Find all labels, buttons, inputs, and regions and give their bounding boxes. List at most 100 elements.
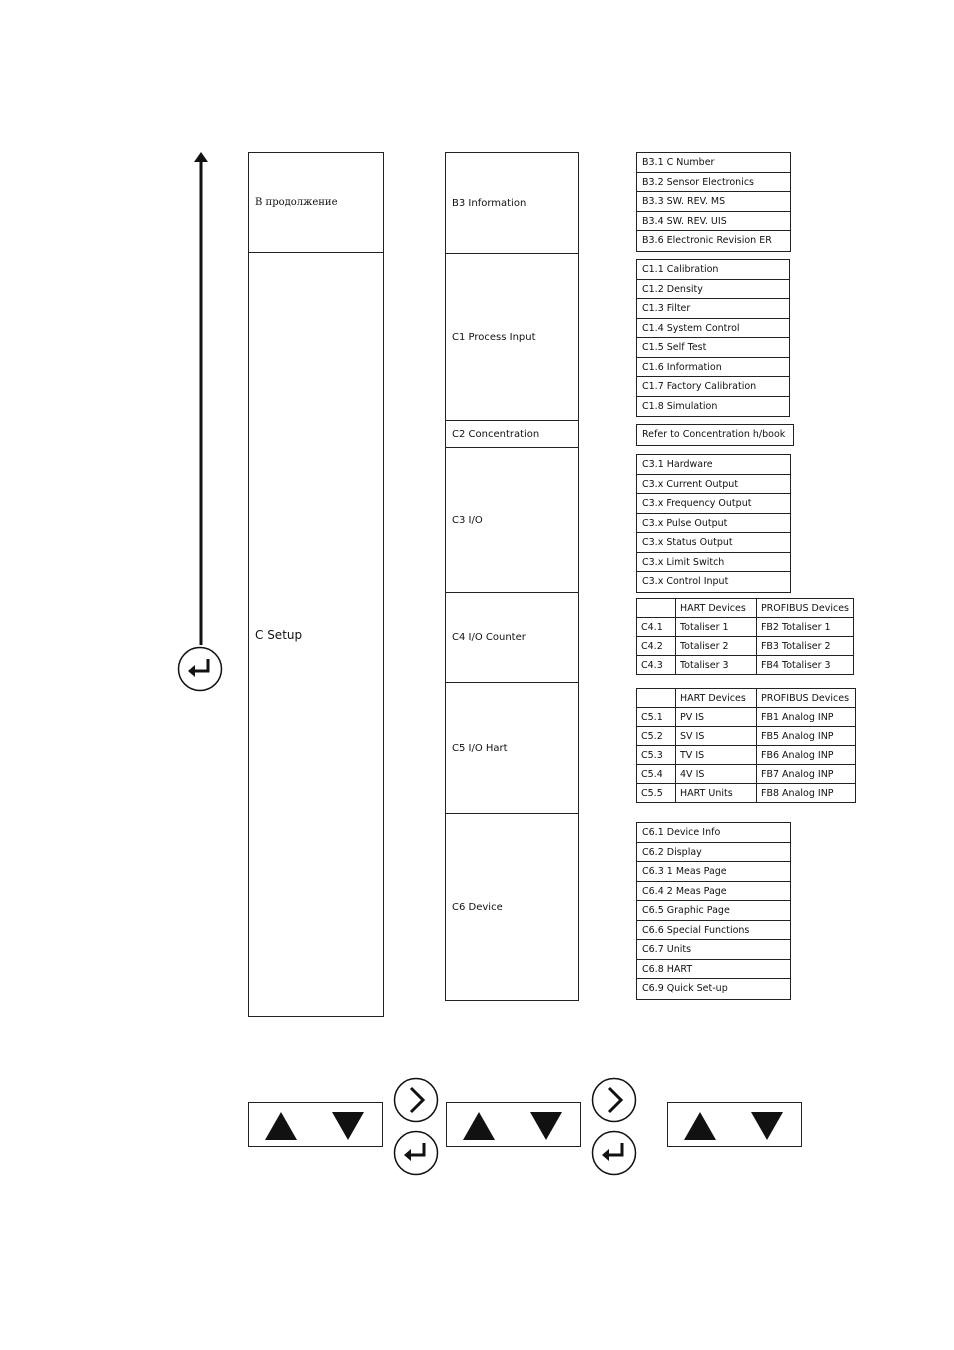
- return-arrow: [194, 152, 208, 645]
- table-cell: C4.1: [636, 617, 676, 637]
- table-header-cell: [636, 688, 676, 708]
- list-item[interactable]: C6.6 Special Functions: [637, 921, 790, 940]
- c4-counter-table: HART Devices PROFIBUS Devices C4.1 Total…: [636, 598, 855, 675]
- table-cell: C5.5: [636, 783, 676, 803]
- up-triangle-icon[interactable]: [264, 1111, 298, 1141]
- list-item[interactable]: B3.3 SW. REV. MS: [637, 192, 790, 212]
- level2-c1-box[interactable]: C1 Process Input: [445, 253, 579, 421]
- level2-b3-label: B3 Information: [452, 197, 527, 209]
- enter-return-icon[interactable]: [393, 1130, 439, 1176]
- table-cell: FB8 Analog INP: [756, 783, 856, 803]
- list-item[interactable]: C1.5 Self Test: [637, 338, 789, 358]
- c2-note-box: Refer to Concentration h/book: [636, 424, 794, 446]
- list-item[interactable]: C3.x Control Input: [642, 576, 729, 587]
- list-item[interactable]: C3.x Limit Switch: [637, 553, 790, 572]
- table-cell: HART Units: [675, 783, 757, 803]
- table-cell: FB1 Analog INP: [756, 707, 856, 727]
- table-cell: C4.2: [636, 636, 676, 656]
- table-cell: Totaliser 1: [674, 617, 757, 637]
- down-triangle-icon[interactable]: [750, 1111, 784, 1141]
- list-item[interactable]: C3.x Pulse Output: [637, 514, 790, 533]
- list-item[interactable]: C1.7 Factory Calibration: [637, 377, 789, 397]
- down-triangle-icon[interactable]: [331, 1111, 365, 1141]
- table-cell: FB4 Totaliser 3: [755, 655, 855, 675]
- level2-c2-box[interactable]: C2 Concentration: [445, 420, 579, 448]
- table-row[interactable]: C4.1 Totaliser 1 FB2 Totaliser 1: [636, 617, 855, 637]
- enter-return-icon[interactable]: [177, 646, 223, 692]
- table-cell: FB3 Totaliser 2: [755, 636, 855, 656]
- arrow-up-icon: [194, 152, 208, 162]
- level1-nav-keys: [248, 1102, 383, 1147]
- list-item[interactable]: C1.1 Calibration: [637, 260, 789, 280]
- list-item[interactable]: B3.6 Electronic Revision ER: [642, 235, 772, 246]
- level2-c4-label: C4 I/O Counter: [452, 632, 526, 643]
- level1-b-box[interactable]: B продолжение: [248, 152, 384, 253]
- level2-c6-label: C6 Device: [452, 901, 503, 913]
- table-cell: C5.3: [636, 745, 676, 765]
- table-row[interactable]: C5.3 TV IS FB6 Analog INP: [636, 745, 856, 765]
- level2-c4-box[interactable]: C4 I/O Counter: [445, 592, 579, 683]
- level3-nav-keys: [667, 1102, 802, 1147]
- list-item[interactable]: C6.8 HART: [637, 960, 790, 979]
- list-item[interactable]: C1.8 Simulation: [642, 400, 718, 412]
- list-item[interactable]: C6.7 Units: [637, 940, 790, 960]
- c5-hart-table: HART Devices PROFIBUS Devices C5.1 PV IS…: [636, 688, 856, 803]
- table-cell: C4.3: [636, 655, 676, 675]
- table-row[interactable]: C5.4 4V IS FB7 Analog INP: [636, 764, 856, 784]
- table-row[interactable]: C5.5 HART Units FB8 Analog INP: [636, 783, 856, 803]
- table-header-cell: HART Devices: [675, 688, 757, 708]
- c3-submenu-list: C3.1 Hardware C3.x Current Output C3.x F…: [636, 454, 791, 593]
- list-item[interactable]: C3.x Current Output: [637, 475, 790, 494]
- down-triangle-icon[interactable]: [529, 1111, 563, 1141]
- list-item[interactable]: B3.4 SW. REV. UIS: [637, 212, 790, 231]
- level1-c-setup-label: C Setup: [255, 627, 303, 642]
- table-row[interactable]: C4.2 Totaliser 2 FB3 Totaliser 2: [636, 636, 855, 656]
- table-header-row: HART Devices PROFIBUS Devices: [636, 598, 855, 618]
- level1-c-setup-box[interactable]: C Setup: [248, 252, 384, 1017]
- table-cell: FB5 Analog INP: [756, 726, 856, 746]
- list-item[interactable]: C3.x Status Output: [637, 533, 790, 553]
- list-item[interactable]: C6.3 1 Meas Page: [637, 862, 790, 882]
- list-item[interactable]: C1.3 Filter: [637, 299, 789, 319]
- table-header-cell: HART Devices: [674, 598, 757, 618]
- table-row[interactable]: C4.3 Totaliser 3 FB4 Totaliser 3: [636, 655, 855, 675]
- level2-c3-label: C3 I/O: [452, 514, 483, 526]
- chevron-right-icon[interactable]: [591, 1077, 637, 1123]
- table-header-row: HART Devices PROFIBUS Devices: [636, 688, 856, 708]
- chevron-right-icon[interactable]: [393, 1077, 439, 1123]
- list-item[interactable]: B3.1 C Number: [637, 153, 790, 173]
- table-cell: FB6 Analog INP: [756, 745, 856, 765]
- level2-c5-box[interactable]: C5 I/O Hart: [445, 682, 579, 814]
- table-row[interactable]: C5.1 PV IS FB1 Analog INP: [636, 707, 856, 727]
- list-item[interactable]: C3.x Frequency Output: [637, 494, 790, 514]
- list-item[interactable]: C6.9 Quick Set-up: [642, 983, 728, 994]
- up-triangle-icon[interactable]: [462, 1111, 496, 1141]
- level2-c1-label: C1 Process Input: [452, 331, 536, 343]
- list-item[interactable]: C6.5 Graphic Page: [637, 901, 790, 921]
- table-cell: PV IS: [675, 707, 757, 727]
- c2-note: Refer to Concentration h/book: [642, 429, 786, 440]
- level2-c6-box[interactable]: C6 Device: [445, 813, 579, 1001]
- level2-b3-box[interactable]: B3 Information: [445, 152, 579, 254]
- up-triangle-icon[interactable]: [683, 1111, 717, 1141]
- list-item[interactable]: C1.6 Information: [637, 358, 789, 377]
- list-item[interactable]: B3.2 Sensor Electronics: [637, 173, 790, 192]
- list-item[interactable]: C6.1 Device Info: [637, 823, 790, 843]
- table-cell: TV IS: [675, 745, 757, 765]
- b3-submenu-list: B3.1 C Number B3.2 Sensor Electronics B3…: [636, 152, 791, 252]
- list-item[interactable]: C1.4 System Control: [637, 319, 789, 338]
- table-cell: C5.2: [636, 726, 676, 746]
- list-item[interactable]: C3.1 Hardware: [637, 455, 790, 475]
- enter-return-icon[interactable]: [591, 1130, 637, 1176]
- level2-c3-box[interactable]: C3 I/O: [445, 447, 579, 593]
- list-item[interactable]: C1.2 Density: [637, 280, 789, 299]
- list-item[interactable]: C6.4 2 Meas Page: [637, 882, 790, 901]
- table-cell: Totaliser 2: [674, 636, 757, 656]
- table-row[interactable]: C5.2 SV IS FB5 Analog INP: [636, 726, 856, 746]
- list-item[interactable]: C6.2 Display: [637, 843, 790, 862]
- table-header-cell: PROFIBUS Devices: [756, 688, 856, 708]
- level2-nav-keys: [446, 1102, 581, 1147]
- table-header-cell: PROFIBUS Devices: [755, 598, 855, 618]
- level2-c2-label: C2 Concentration: [452, 428, 540, 440]
- table-cell: FB2 Totaliser 1: [755, 617, 855, 637]
